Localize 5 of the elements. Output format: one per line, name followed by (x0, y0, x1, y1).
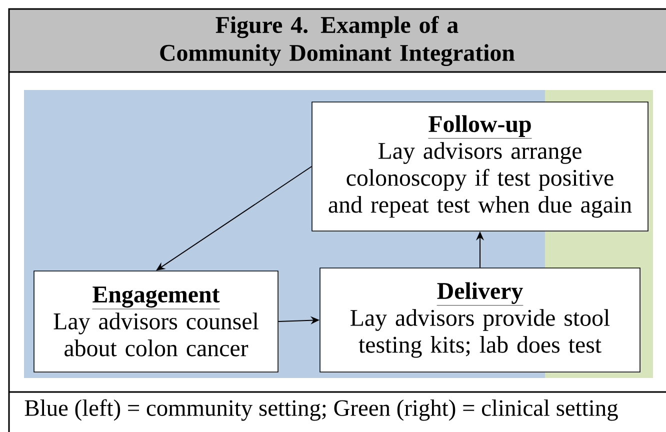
process-box: Delivery Lay advisors provide stool testing kits; lab does test (320, 268, 640, 372)
figure-title: Figure 4. Example of a Community Dominant Integration (160, 16, 515, 66)
process-box: Engagement Lay advisors counsel about colon cancer (34, 270, 278, 372)
process-box: Follow-up Lay advisors arrange colonoscopy if test positive and repeat test when due again (312, 102, 648, 232)
caption: Blue (left) = community setting; Green (right) = clinical setting (24, 399, 618, 421)
